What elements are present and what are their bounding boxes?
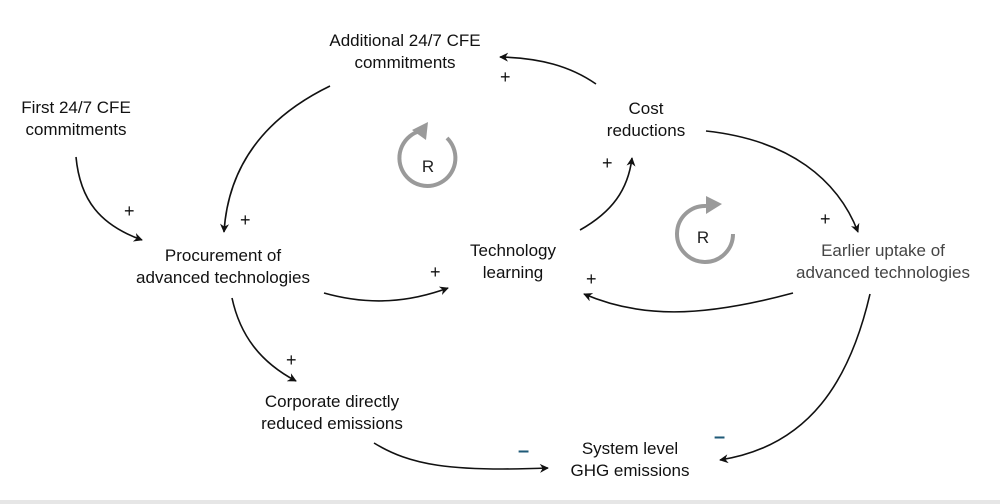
sign-uptake-to-learning: + [586, 269, 597, 289]
sign-cost-to-uptake: + [820, 209, 831, 229]
arrow-first-to-procurement [75, 156, 143, 242]
node-additional-commitments: Additional 24/7 CFE commitments [310, 30, 500, 74]
node-system-ghg: System level GHG emissions [552, 438, 708, 482]
sign-learning-to-cost: + [602, 153, 613, 173]
bottom-divider [0, 500, 1000, 504]
node-earlier-uptake: Earlier uptake of advanced technologies [778, 240, 988, 284]
node-corporate-reduced-line2: reduced emissions [261, 414, 403, 433]
node-procurement-line1: Procurement of [164, 246, 282, 265]
arrow-procurement-to-corporate [231, 297, 297, 382]
arrow-cost-to-additional [499, 52, 597, 85]
node-earlier-uptake-line1: Earlier uptake of [821, 241, 945, 260]
node-corporate-reduced: Corporate directly reduced emissions [240, 391, 424, 435]
arrow-uptake-to-learning [583, 292, 794, 313]
node-procurement: Procurement of advanced technologies [114, 245, 332, 289]
sign-procurement-to-corporate: + [286, 350, 297, 370]
loop-symbol-left: R [397, 122, 458, 188]
sign-uptake-to-system: – [714, 426, 726, 448]
node-cost-reductions-line2: reductions [606, 121, 686, 140]
sign-additional-to-procurement: + [240, 210, 251, 230]
arrow-uptake-to-system [719, 293, 871, 464]
node-technology-learning: Technology learning [455, 240, 571, 284]
loop-label-right: R [697, 228, 709, 247]
node-system-ghg-line1: System level [581, 439, 679, 458]
node-technology-learning-line2: learning [482, 263, 544, 282]
sign-procurement-to-learning: + [430, 262, 441, 282]
node-first-commitments-line1: First 24/7 CFE [21, 98, 131, 117]
arrow-corporate-to-system [373, 442, 549, 473]
arrow-cost-to-uptake [705, 130, 860, 233]
node-technology-learning-line1: Technology [469, 241, 556, 260]
node-procurement-line2: advanced technologies [136, 268, 310, 287]
arrow-learning-to-cost [579, 157, 636, 231]
node-additional-commitments-line2: commitments [354, 53, 456, 72]
node-corporate-reduced-line1: Corporate directly [264, 392, 400, 411]
arrow-procurement-to-learning [323, 286, 449, 302]
node-earlier-uptake-line2: advanced technologies [796, 263, 970, 282]
sign-corporate-to-system: – [518, 440, 530, 462]
loop-symbol-right: R [675, 196, 735, 264]
node-first-commitments: First 24/7 CFE commitments [10, 97, 142, 141]
sign-first-to-procurement: + [124, 201, 135, 221]
node-cost-reductions-line1: Cost [628, 99, 664, 118]
node-first-commitments-line2: commitments [25, 120, 127, 139]
node-system-ghg-line2: GHG emissions [570, 461, 690, 480]
sign-cost-to-additional: + [500, 67, 511, 87]
node-additional-commitments-line1: Additional 24/7 CFE [329, 31, 481, 50]
loop-label-left: R [422, 157, 434, 176]
arrow-additional-to-procurement [220, 85, 331, 233]
node-cost-reductions: Cost reductions [596, 98, 696, 142]
